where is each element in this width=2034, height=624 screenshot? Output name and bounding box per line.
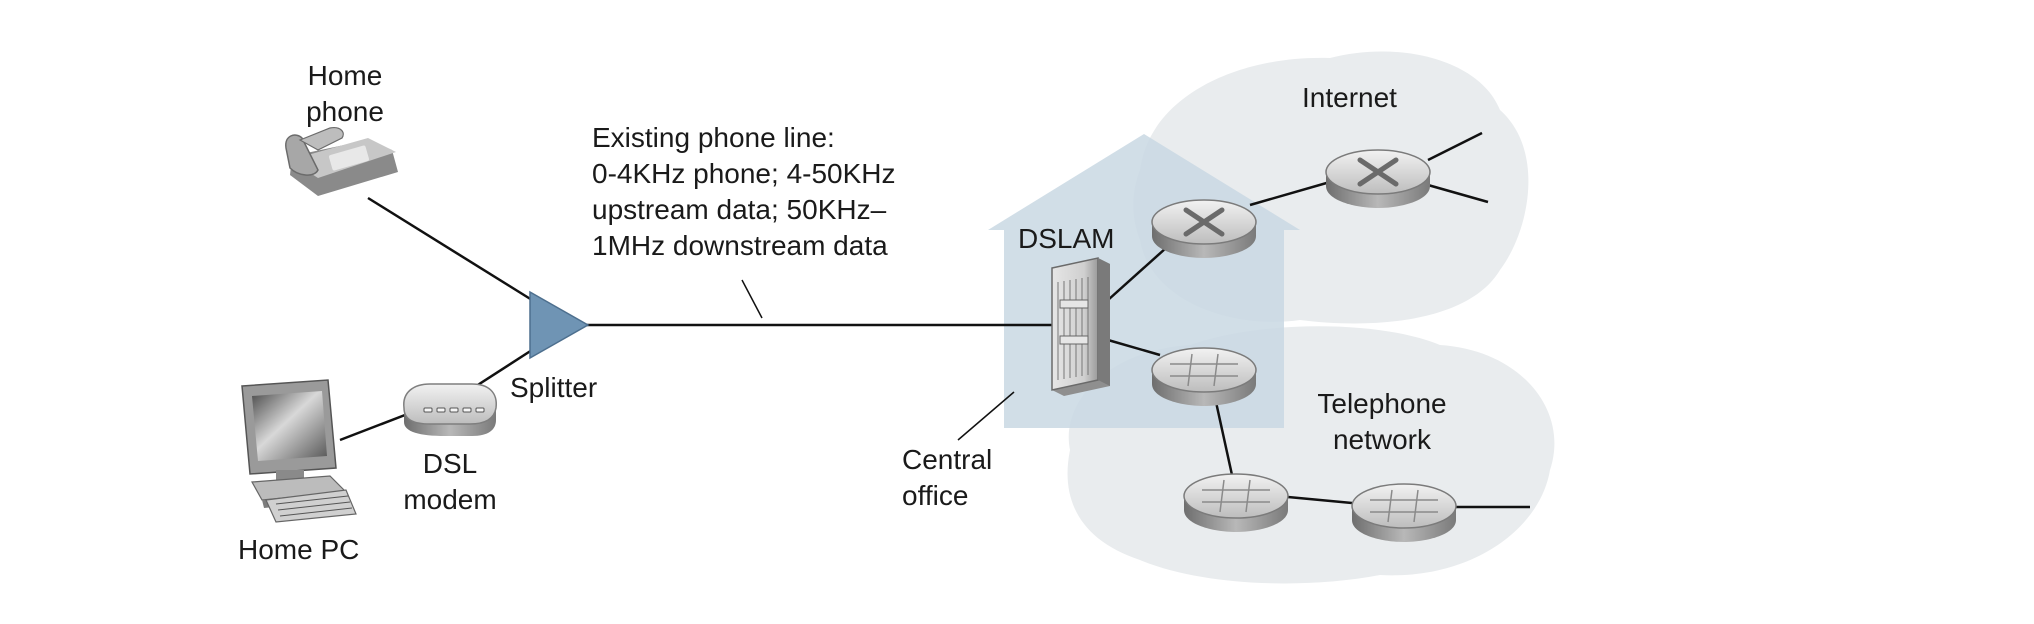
existing-line-pointer bbox=[741, 279, 763, 319]
router-icon bbox=[1151, 199, 1257, 258]
central-office-label: Central office bbox=[902, 444, 993, 511]
link-dslam-router1 bbox=[1107, 247, 1167, 301]
dslam-label: DSLAM bbox=[1018, 223, 1115, 254]
central-office-pointer bbox=[957, 391, 1015, 441]
link-router3-router4 bbox=[1287, 495, 1353, 505]
telephone-network-label: Telephone network bbox=[1317, 388, 1447, 455]
existing-phone-line-label: Existing phone line: 0-4KHz phone; 4-50K… bbox=[592, 122, 896, 261]
link-modem-splitter bbox=[469, 348, 533, 392]
network-links bbox=[339, 131, 1530, 509]
switch-icon bbox=[1351, 483, 1457, 542]
link-router2-router3 bbox=[1214, 401, 1234, 476]
link-internet-out-1 bbox=[1427, 131, 1483, 162]
splitter-icon bbox=[529, 290, 590, 360]
link-dslam-router2 bbox=[1107, 338, 1161, 357]
dslam-rack-icon bbox=[1051, 257, 1110, 396]
switch-icon bbox=[1183, 473, 1289, 532]
splitter-label: Splitter bbox=[510, 372, 598, 403]
computer-icon bbox=[241, 379, 357, 523]
home-phone-label: Home phone bbox=[306, 60, 384, 127]
switch-icon bbox=[1151, 347, 1257, 406]
link-router1-router-internet bbox=[1249, 180, 1331, 207]
home-pc-label: Home PC bbox=[238, 534, 360, 565]
internet-label: Internet bbox=[1302, 82, 1397, 113]
dsl-modem-icon bbox=[403, 383, 497, 436]
link-phone-splitter bbox=[367, 196, 533, 302]
dsl-modem-label: DSL modem bbox=[403, 448, 497, 515]
router-icon bbox=[1325, 149, 1431, 208]
telephone-icon bbox=[285, 127, 398, 196]
link-internet-out-2 bbox=[1427, 183, 1489, 204]
